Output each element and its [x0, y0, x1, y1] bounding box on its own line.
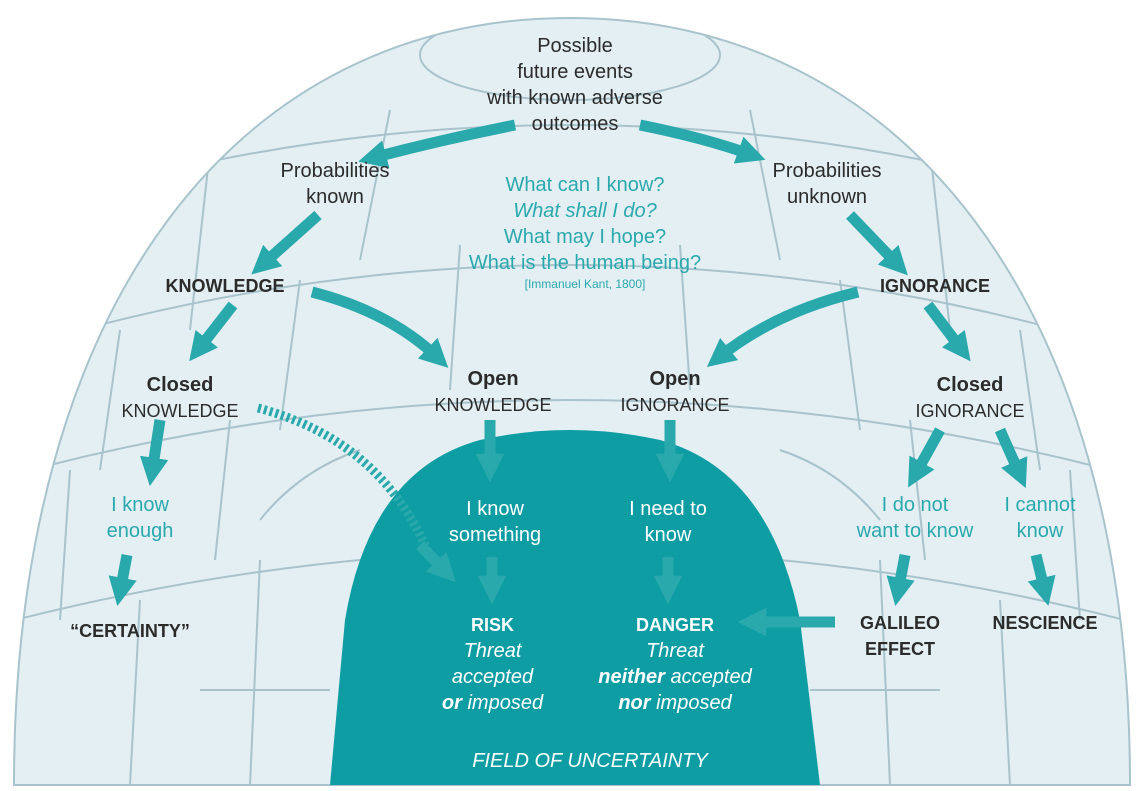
top-question: Possible future events with known advers…	[487, 35, 663, 135]
igloo-dome	[12, 16, 1132, 786]
ignorance-label: IGNORANCE	[879, 276, 990, 296]
arrow-ignorance-closed	[923, 301, 971, 362]
closed-knowledge: Closed KNOWLEDGE	[121, 374, 239, 421]
arrow-known-knowledge	[251, 210, 322, 275]
arrow-knowledge-closed	[189, 301, 238, 362]
field-of-uncertainty-area	[330, 430, 820, 785]
kant-citation: [Immanuel Kant, 1800]	[524, 277, 646, 291]
i-do-not-want-to-know: I do not want to know	[856, 494, 974, 542]
arrow-closedign-cannot	[994, 427, 1028, 489]
arrow-unknown-ignorance	[846, 211, 908, 276]
knowledge-label: KNOWLEDGE	[165, 276, 285, 296]
probabilities-known: Probabilities known	[280, 160, 390, 208]
arrow-top-left	[358, 119, 517, 169]
galileo-effect: GALILEO EFFECT	[860, 613, 940, 659]
risk-title: RISK	[470, 615, 514, 635]
arrow-closed-risk-dashed	[256, 403, 433, 554]
danger-block: DANGER Threat neither accepted nor impos…	[575, 612, 775, 716]
arrow-closed-enough	[140, 419, 169, 487]
arrow-cannot-nescience	[1027, 553, 1056, 606]
flow-arrows	[108, 119, 1056, 637]
probabilities-unknown: Probabilities unknown	[772, 160, 882, 208]
certainty-label: “CERTAINTY”	[70, 621, 190, 641]
kant-questions: What can I know? What shall I do? What m…	[430, 172, 740, 292]
arrow-top-right	[638, 119, 766, 164]
arrow-notwant-galileo	[886, 553, 915, 607]
i-know-something: I know something	[448, 498, 542, 546]
nescience-label: NESCIENCE	[992, 613, 1098, 633]
open-knowledge: Open KNOWLEDGE	[434, 368, 552, 415]
danger-title: DANGER	[635, 615, 714, 635]
i-know-enough: I know enough	[106, 494, 174, 542]
closed-ignorance: Closed IGNORANCE	[915, 374, 1025, 421]
ice-block-lines	[14, 18, 1126, 785]
arrow-closedign-notwant	[908, 427, 945, 488]
i-cannot-know: I cannot know	[1004, 494, 1076, 542]
i-need-to-know: I need to know	[629, 498, 707, 546]
risk-block: RISK Threat accepted or imposed	[420, 612, 565, 716]
arrow-knowledge-open	[310, 286, 449, 368]
open-ignorance: Open IGNORANCE	[620, 368, 730, 415]
field-of-uncertainty-label: FIELD OF UNCERTAINTY	[472, 750, 708, 772]
arrow-enough-certainty	[108, 553, 137, 607]
arrow-ignorance-open	[706, 286, 860, 367]
